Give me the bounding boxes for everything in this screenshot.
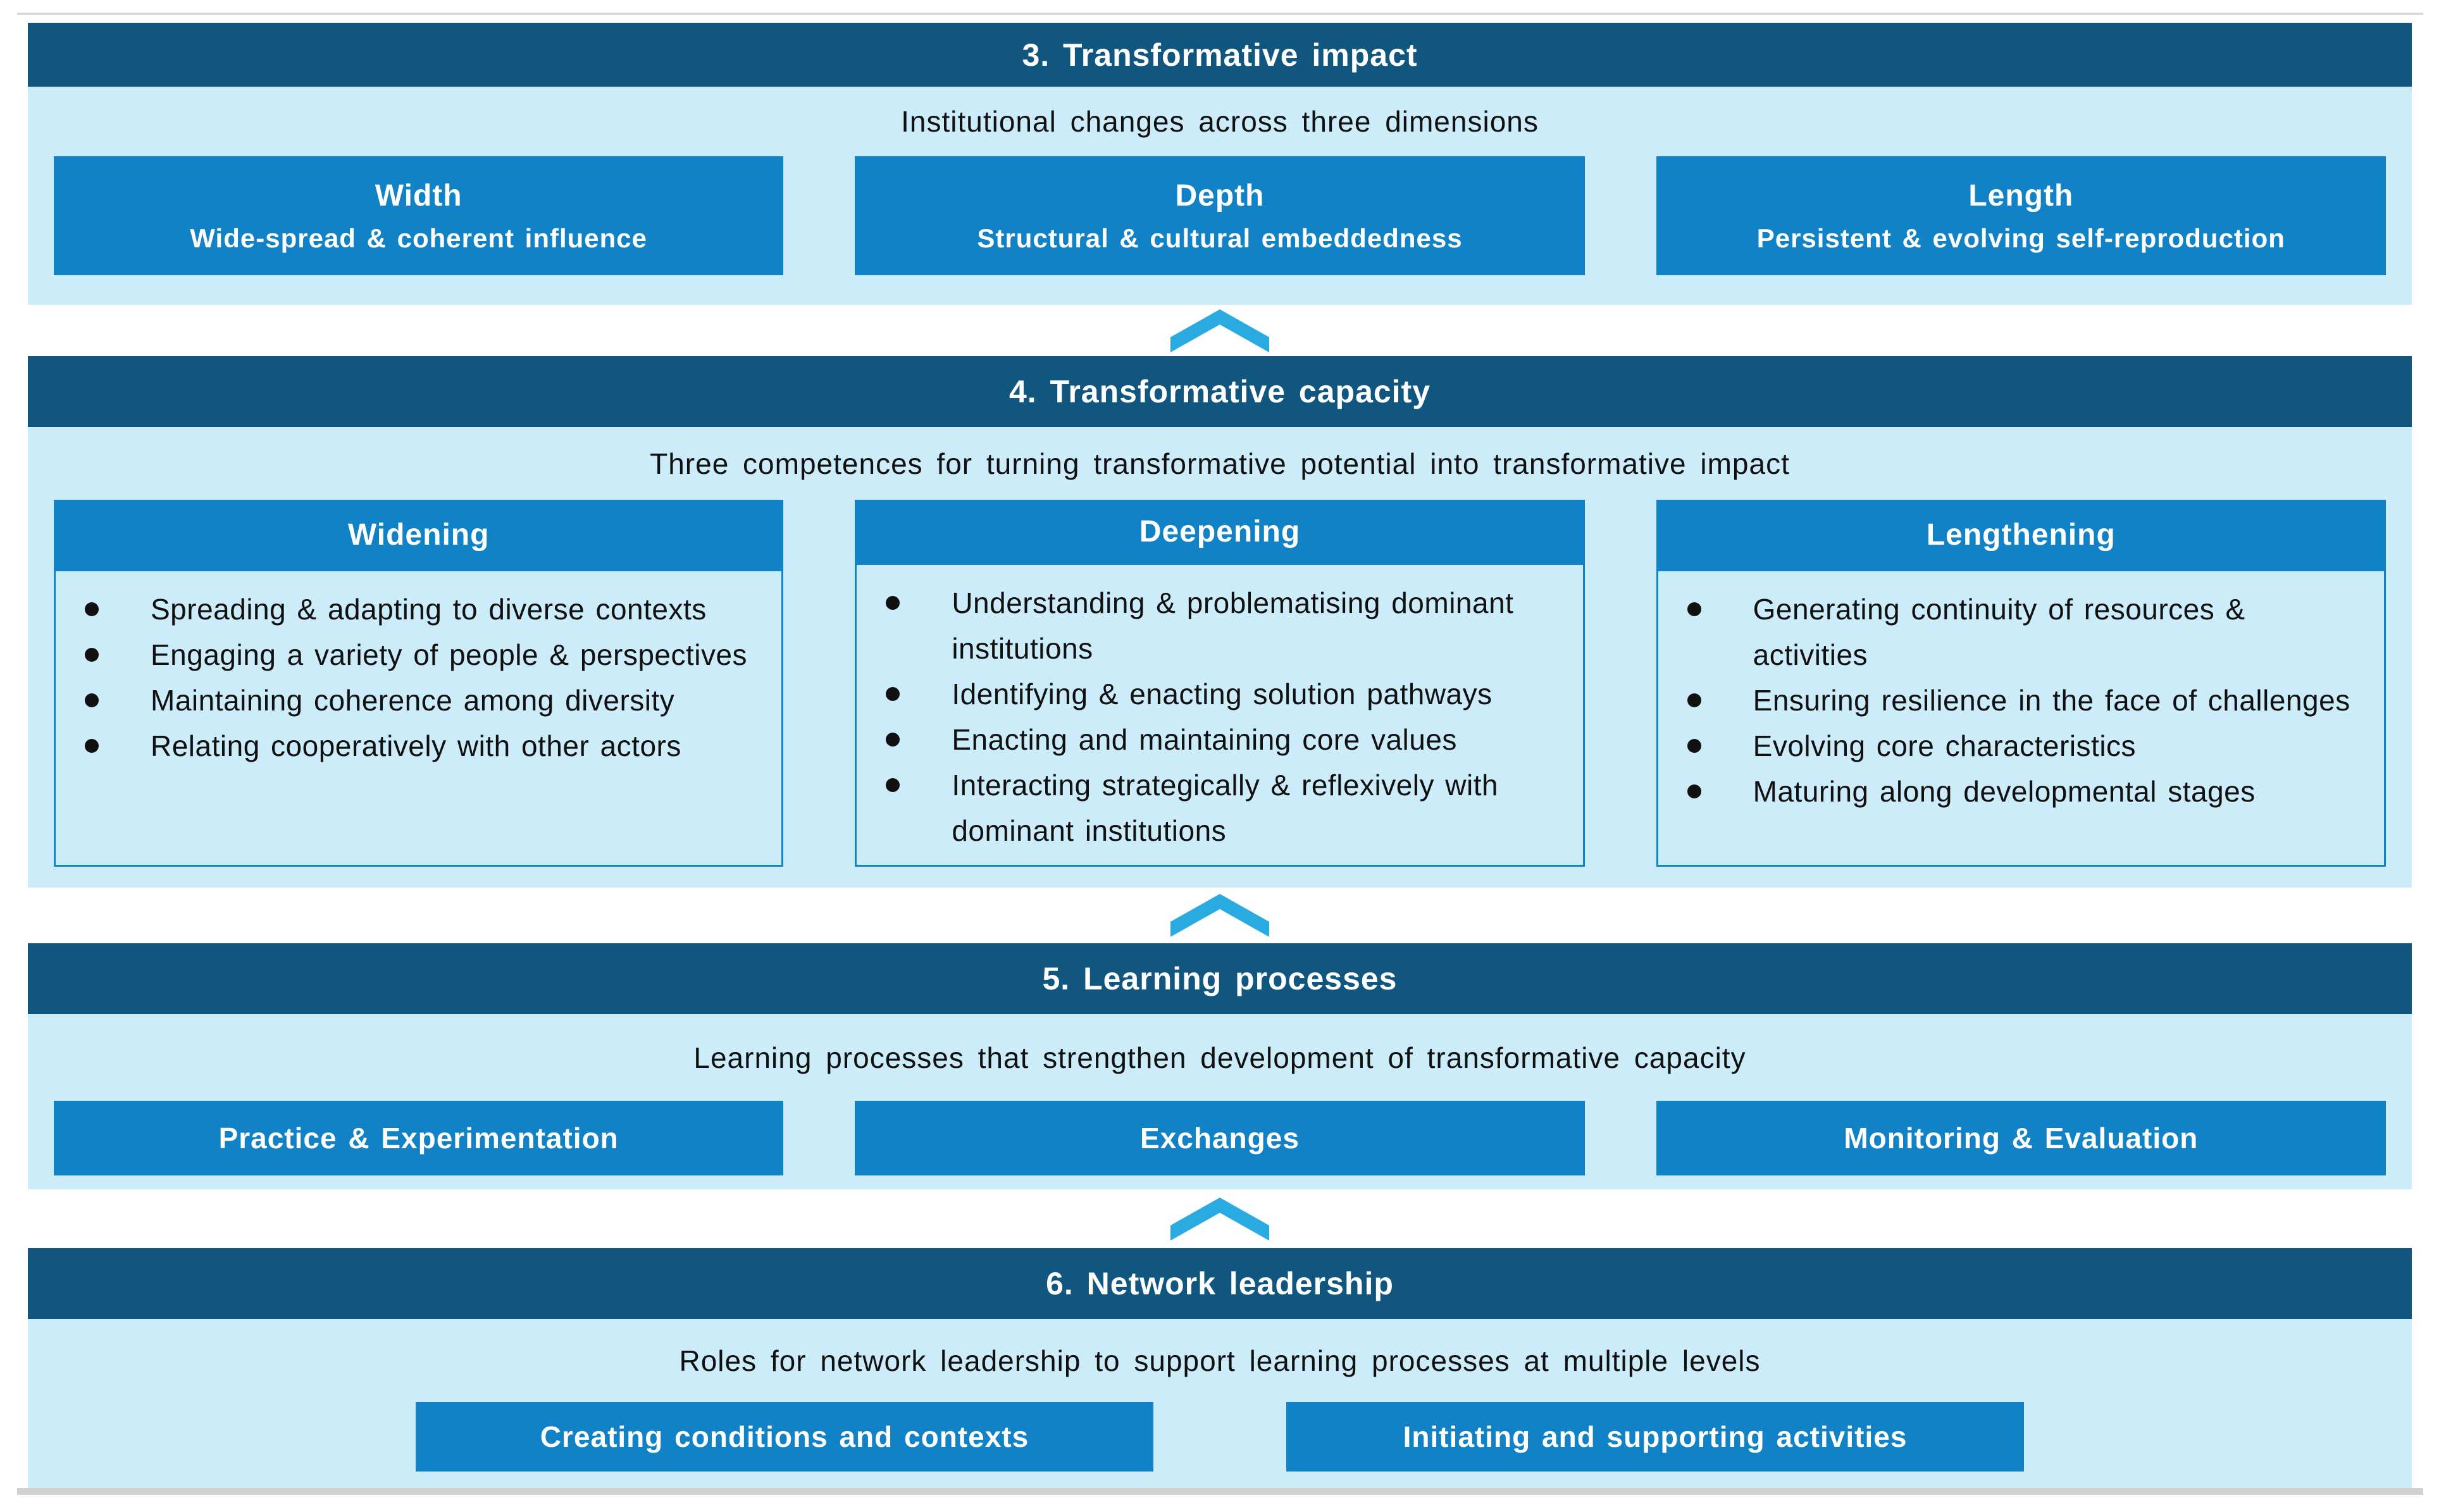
dimension-title: Width: [375, 178, 462, 213]
section-4-header: 4. Transformative capacity: [28, 356, 2412, 427]
section-4-title: 4. Transformative capacity: [1008, 374, 1431, 409]
section-gap: [28, 305, 2412, 356]
section-4-body: Three competences for turning transforma…: [28, 427, 2412, 888]
section-4-subtitle: Three competences for turning transforma…: [650, 447, 1790, 480]
competence-title: Widening: [54, 500, 784, 569]
section-5-title: 5. Learning processes: [1042, 961, 1398, 996]
section-network-leadership: 6. Network leadership Roles for network …: [28, 1248, 2412, 1489]
dimension-box-length: Length Persistent & evolving self-reprod…: [1656, 156, 2386, 275]
dimension-box-depth: Depth Structural & cultural embeddedness: [855, 156, 1585, 275]
section-3-title: 3. Transformative impact: [1022, 37, 1418, 73]
section-3-subtitle: Institutional changes across three dimen…: [901, 105, 1539, 138]
bullet-item: Ensuring resilience in the face of chall…: [1658, 678, 2365, 723]
competence-bullet-list: Generating continuity of resources & act…: [1656, 569, 2386, 867]
leadership-boxes-row: Creating conditions and contexts Initiat…: [28, 1402, 2412, 1472]
bullet-item: Understanding & problematising dominant …: [857, 580, 1563, 671]
leadership-box-initiating-activities: Initiating and supporting activities: [1286, 1402, 2024, 1472]
up-chevron-icon: [1170, 894, 1269, 937]
competence-column-widening: Widening Spreading & adapting to diverse…: [54, 500, 784, 867]
bullet-item: Maturing along developmental stages: [1658, 769, 2365, 814]
up-chevron-icon: [1170, 309, 1269, 352]
bullet-item: Relating cooperatively with other actors: [56, 723, 762, 769]
section-6-title: 6. Network leadership: [1046, 1266, 1394, 1301]
competence-bullet-list: Understanding & problematising dominant …: [855, 563, 1585, 867]
learning-box-exchanges: Exchanges: [855, 1101, 1585, 1175]
dimension-desc: Wide-spread & coherent influence: [190, 223, 648, 253]
section-gap: [28, 1189, 2412, 1248]
dimension-desc: Structural & cultural embeddedness: [977, 223, 1463, 253]
bullet-item: Enacting and maintaining core values: [857, 717, 1563, 762]
bullet-item: Evolving core characteristics: [1658, 723, 2365, 769]
dimension-boxes-row: Width Wide-spread & coherent influence D…: [28, 156, 2412, 275]
competence-bullet-list: Spreading & adapting to diverse contexts…: [54, 569, 784, 867]
learning-process-boxes-row: Practice & Experimentation Exchanges Mon…: [28, 1101, 2412, 1175]
section-5-header: 5. Learning processes: [28, 943, 2412, 1014]
leadership-box-creating-conditions: Creating conditions and contexts: [416, 1402, 1153, 1472]
dimension-title: Depth: [1175, 178, 1265, 213]
section-transformative-capacity: 4. Transformative capacity Three compete…: [28, 356, 2412, 888]
bullet-item: Interacting strategically & reflexively …: [857, 762, 1563, 853]
section-learning-processes: 5. Learning processes Learning processes…: [28, 943, 2412, 1189]
learning-box-practice-experimentation: Practice & Experimentation: [54, 1101, 784, 1175]
section-3-body: Institutional changes across three dimen…: [28, 87, 2412, 305]
section-5-body: Learning processes that strengthen devel…: [28, 1014, 2412, 1189]
section-gap: [28, 888, 2412, 943]
competence-column-lengthening: Lengthening Generating continuity of res…: [1656, 500, 2386, 867]
bullet-item: Generating continuity of resources & act…: [1658, 586, 2365, 678]
competence-title: Lengthening: [1656, 500, 2386, 569]
bullet-item: Spreading & adapting to diverse contexts: [56, 586, 762, 632]
top-border-line: [17, 13, 2423, 15]
dimension-box-width: Width Wide-spread & coherent influence: [54, 156, 784, 275]
competence-column-deepening: Deepening Understanding & problematising…: [855, 500, 1585, 867]
bullet-item: Identifying & enacting solution pathways: [857, 671, 1563, 717]
diagram-content: 3. Transformative impact Institutional c…: [28, 23, 2412, 1489]
up-chevron-icon: [1170, 1197, 1269, 1241]
section-6-subtitle: Roles for network leadership to support …: [679, 1344, 1761, 1377]
learning-box-monitoring-evaluation: Monitoring & Evaluation: [1656, 1101, 2386, 1175]
bottom-border-line: [17, 1488, 2423, 1495]
section-6-body: Roles for network leadership to support …: [28, 1319, 2412, 1489]
dimension-desc: Persistent & evolving self-reproduction: [1756, 223, 2285, 253]
bullet-item: Engaging a variety of people & perspecti…: [56, 632, 762, 678]
section-transformative-impact: 3. Transformative impact Institutional c…: [28, 23, 2412, 305]
section-6-header: 6. Network leadership: [28, 1248, 2412, 1319]
bullet-item: Maintaining coherence among diversity: [56, 678, 762, 723]
competence-title: Deepening: [855, 500, 1585, 563]
competence-columns-row: Widening Spreading & adapting to diverse…: [28, 500, 2412, 867]
section-5-subtitle: Learning processes that strengthen devel…: [693, 1041, 1746, 1074]
section-3-header: 3. Transformative impact: [28, 23, 2412, 87]
dimension-title: Length: [1968, 178, 2074, 213]
